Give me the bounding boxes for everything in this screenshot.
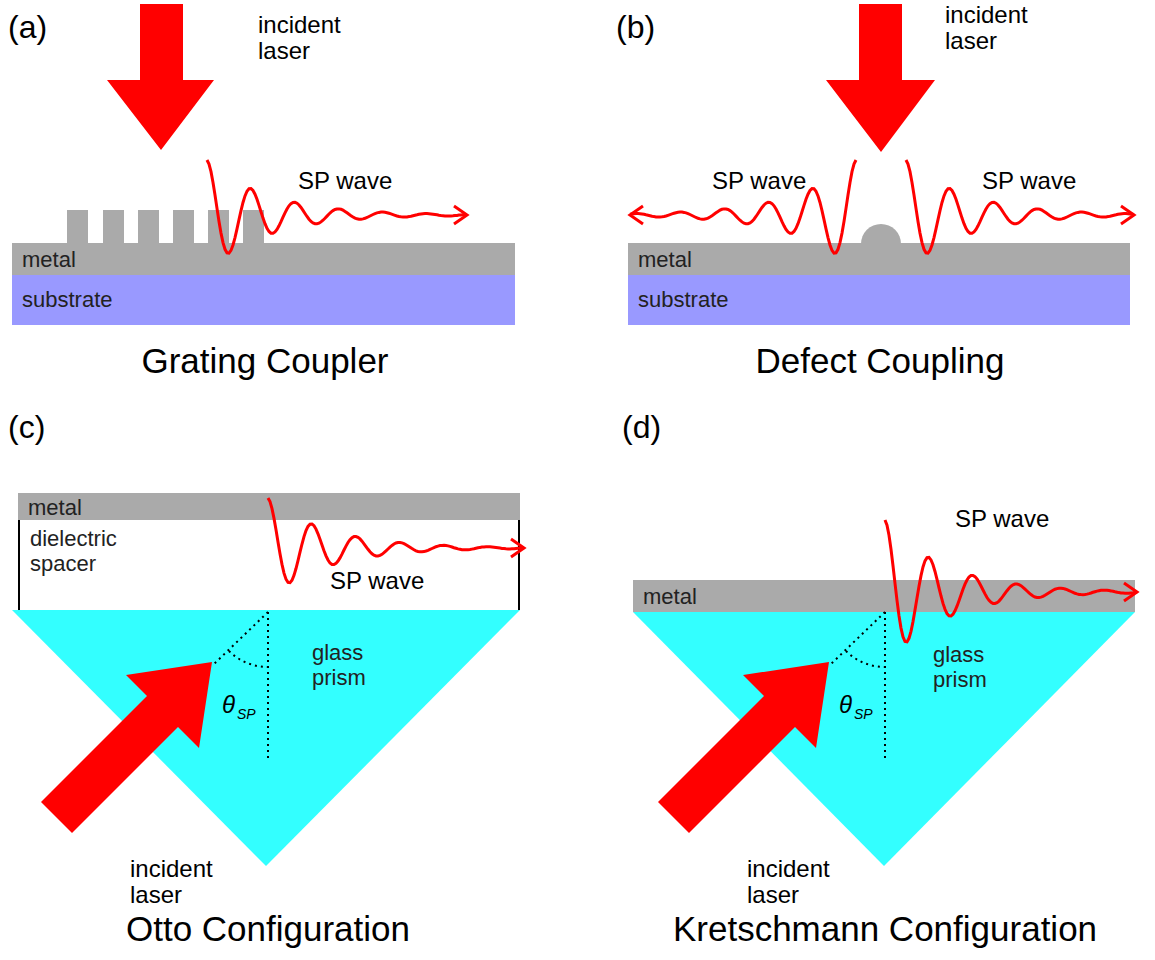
panel-title: Defect Coupling [755, 342, 1004, 381]
prism-outline [12, 610, 520, 866]
annotation-label: (c) [8, 410, 45, 445]
annotation-label: incident laser [945, 2, 1065, 55]
annotation-label: (d) [622, 410, 661, 445]
annotation-label: (a) [8, 10, 47, 45]
dielectric-spacer: dielectric spacer [18, 520, 520, 610]
layer-label: metal [28, 495, 228, 520]
layer-label: substrate [22, 287, 222, 312]
laser-arrow [658, 662, 829, 833]
annotation-label: SP wave [712, 168, 806, 194]
sp-waves [207, 160, 1137, 642]
metal-layer: metal [12, 243, 515, 275]
layer-label: metal [22, 247, 222, 272]
layer-label: glass prism [933, 642, 1033, 693]
glass-prism: glass prism [12, 610, 520, 866]
annotation-label: (b) [616, 10, 655, 45]
metal-layer: metal [628, 243, 1130, 275]
defect-bump [861, 224, 901, 244]
laser-arrow [826, 4, 935, 152]
annotation-label: incident laser [258, 12, 378, 65]
panel-title: Kretschmann Configuration [673, 910, 1097, 949]
annotation-label: SP wave [955, 506, 1049, 532]
annotation-label: SP wave [330, 568, 424, 594]
laser-arrow [41, 662, 212, 833]
angle-symbol: SP [854, 707, 873, 722]
angle-symbol: θ [222, 692, 235, 718]
annotation-label: incident laser [130, 856, 250, 909]
annotation-label: SP wave [298, 168, 392, 194]
annotation-label: SP wave [982, 168, 1076, 194]
layer-label: substrate [638, 287, 838, 312]
substrate-layer: substrate [12, 275, 515, 325]
substrate-layer: substrate [628, 275, 1130, 325]
layer-label: metal [643, 584, 843, 609]
angle-symbol: SP [237, 707, 256, 722]
angle-symbol: θ [839, 692, 852, 718]
annotation-label: incident laser [747, 856, 867, 909]
layer-label: metal [638, 247, 838, 272]
layer-label: glass prism [312, 640, 412, 691]
metal-layer: metal [633, 580, 1135, 612]
panel-title: Otto Configuration [126, 910, 410, 949]
laser-arrow [107, 4, 214, 150]
layer-label: dielectric spacer [30, 526, 160, 577]
panel-title: Grating Coupler [141, 342, 388, 381]
